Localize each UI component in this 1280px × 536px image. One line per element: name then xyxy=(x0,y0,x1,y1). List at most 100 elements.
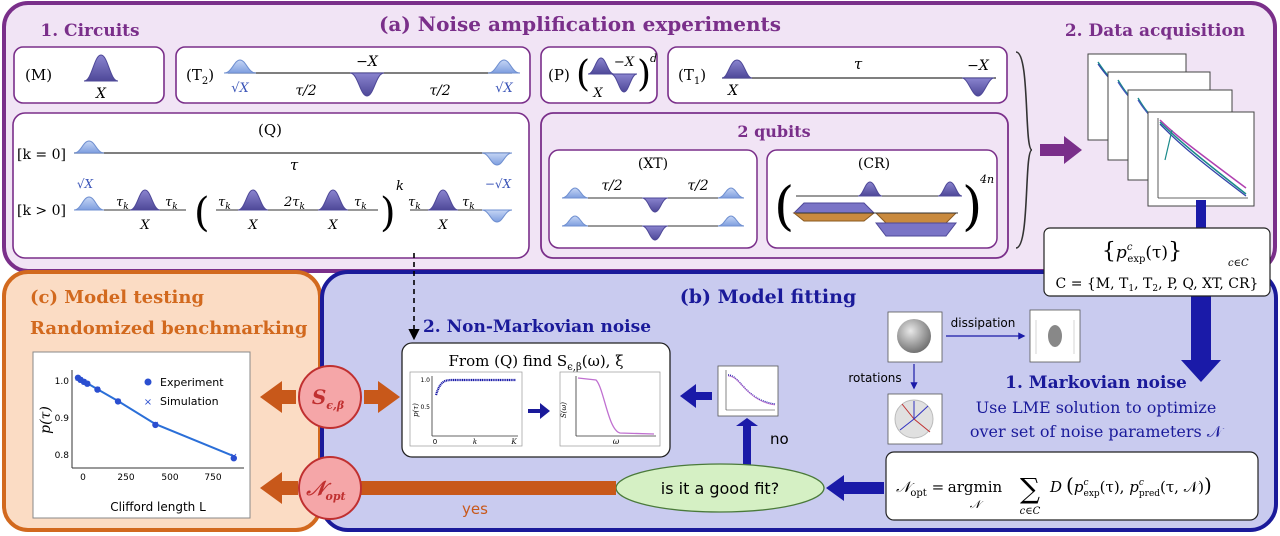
svg-text:X: X xyxy=(327,218,338,233)
fit-plot-thumbnail xyxy=(717,365,779,417)
svg-text:(T2): (T2) xyxy=(186,66,214,87)
experiment-point xyxy=(84,380,91,387)
svg-text:2τk: 2τk xyxy=(283,195,305,212)
arrow-acq-to-dataset xyxy=(1196,200,1206,228)
experiment-point xyxy=(152,421,159,429)
data-acquisition-title: 2. Data acquisition xyxy=(1065,21,1245,41)
svg-text:τ/2: τ/2 xyxy=(429,83,450,99)
svg-text:τ/2: τ/2 xyxy=(687,178,708,194)
svg-text:X: X xyxy=(139,218,150,233)
svg-text:τk: τk xyxy=(462,195,475,212)
n-badge xyxy=(298,456,362,520)
svg-text:c∈C: c∈C xyxy=(1020,506,1041,517)
circuit-m-gate: X xyxy=(95,86,107,102)
simulation-point: × xyxy=(94,385,102,395)
rb-xtick-250: 250 xyxy=(117,473,134,483)
svg-text:k: k xyxy=(473,438,477,446)
svg-text:(CR): (CR) xyxy=(858,156,890,172)
svg-text:−X: −X xyxy=(356,54,379,70)
svg-text:τk: τk xyxy=(408,195,421,212)
circuit-m-label: (M) xyxy=(25,66,52,84)
panel-c-subtitle: Randomized benchmarking xyxy=(30,318,308,339)
svg-text:(: ( xyxy=(576,54,590,95)
svg-text:τ: τ xyxy=(290,156,299,174)
simulation-point: × xyxy=(114,397,122,407)
svg-text:√X: √X xyxy=(231,81,249,96)
svg-text:τ: τ xyxy=(854,55,863,73)
rb-legend: Experiment × Simulation xyxy=(144,376,224,408)
simulation-point: × xyxy=(80,377,88,387)
bloch-sphere-dissipated xyxy=(1029,309,1081,363)
circuit-p-box: (P) ( X −X ) d xyxy=(540,46,658,104)
svg-text:X: X xyxy=(247,218,258,233)
svg-text:p(τ): p(τ) xyxy=(412,403,420,417)
legend-simulation-marker: × xyxy=(144,397,152,408)
svg-text:c∈C: c∈C xyxy=(1228,258,1249,269)
svg-text:τk: τk xyxy=(165,195,178,212)
simulation-point: × xyxy=(74,374,82,384)
s-badge-connector: Sϵ,β xyxy=(260,365,400,429)
legend-experiment: Experiment xyxy=(160,376,224,389)
svg-text:(: ( xyxy=(194,190,210,236)
rb-marks: ×××××××× xyxy=(74,374,237,462)
svg-text:K: K xyxy=(510,438,517,446)
rb-yticks: 1.0 0.9 0.8 xyxy=(55,377,70,461)
svg-text:): ) xyxy=(380,190,396,236)
yes-label: yes xyxy=(462,500,488,518)
circuit-t1-box: (T1) X τ −X xyxy=(667,46,1008,104)
rb-ytick-0-9: 0.9 xyxy=(55,414,70,424)
svg-text:τk: τk xyxy=(116,195,129,212)
markovian-title: 1. Markovian noise xyxy=(1005,373,1187,393)
svg-text:X: X xyxy=(727,83,739,99)
svg-text:): ) xyxy=(637,54,651,95)
panel-a: (a) Noise amplification experiments 1. C… xyxy=(2,1,1277,273)
pulse-sqrt-x-left xyxy=(223,59,257,74)
markovian-text-2: over set of noise parameters 𝒩 xyxy=(970,422,1225,441)
svg-text:C = {M, T1, T2, P, Q, XT, CR}: C = {M, T1, T2, P, Q, XT, CR} xyxy=(1056,276,1259,294)
non-markovian-box: From (Q) find Sϵ,β(ω), ξ 1.0 0.5 p(τ) 0 … xyxy=(401,342,671,458)
svg-text:[k = 0]: [k = 0] xyxy=(17,147,66,163)
circuit-m-box: (M) X xyxy=(13,46,165,104)
arrow-to-data-acquisition xyxy=(1040,136,1082,164)
simulation-point: × xyxy=(152,420,160,430)
rb-xlabel: Clifford length L xyxy=(110,500,206,514)
pulse-minus-x xyxy=(349,72,385,97)
arrow-no-path xyxy=(736,418,758,470)
svg-text:(: ( xyxy=(774,177,794,237)
brace xyxy=(1015,51,1033,249)
s-arrow-right xyxy=(364,381,400,413)
simulation-point: × xyxy=(84,379,92,389)
svg-text:4n: 4n xyxy=(979,173,994,186)
two-qubits-box: 2 qubits (XT) τ/2 τ/2 (CR) ( ) 4n xyxy=(540,112,1009,259)
svg-text:−X: −X xyxy=(614,55,635,70)
svg-text:0: 0 xyxy=(433,438,437,446)
rb-ylabel: p(τ) xyxy=(38,406,54,434)
rb-chart: p(τ) Clifford length L 1.0 0.9 0.8 0 250… xyxy=(38,370,244,514)
rb-xtick-500: 500 xyxy=(161,473,178,483)
pulse-x xyxy=(83,54,119,82)
no-label: no xyxy=(770,430,789,448)
circuits-title: 1. Circuits xyxy=(40,21,139,41)
svg-text:−√X: −√X xyxy=(485,177,512,191)
svg-text:2 qubits: 2 qubits xyxy=(737,122,810,141)
svg-text:(P): (P) xyxy=(548,66,570,84)
svg-text:argmin: argmin xyxy=(948,478,1003,496)
data-acquisition-plots xyxy=(1087,53,1255,207)
svg-text:τk: τk xyxy=(218,195,231,212)
experiment-point xyxy=(230,455,237,462)
rb-xtick-0: 0 xyxy=(80,473,86,483)
svg-text:0.5: 0.5 xyxy=(420,404,430,411)
circuit-t2-box: (T2) √X τ/2 −X τ/2 √X xyxy=(175,46,531,104)
dissipation-label: dissipation xyxy=(951,316,1016,330)
experiment-point xyxy=(94,386,101,393)
bloch-sphere-original xyxy=(887,311,943,363)
svg-text:From (Q) find Sϵ,β(ω), ξ: From (Q) find Sϵ,β(ω), ξ xyxy=(449,352,624,373)
experiment-point xyxy=(114,398,122,405)
arrow-formula-to-decision xyxy=(826,475,884,501)
rb-ytick-0-8: 0.8 xyxy=(55,451,70,461)
simulation-point: × xyxy=(230,452,238,462)
